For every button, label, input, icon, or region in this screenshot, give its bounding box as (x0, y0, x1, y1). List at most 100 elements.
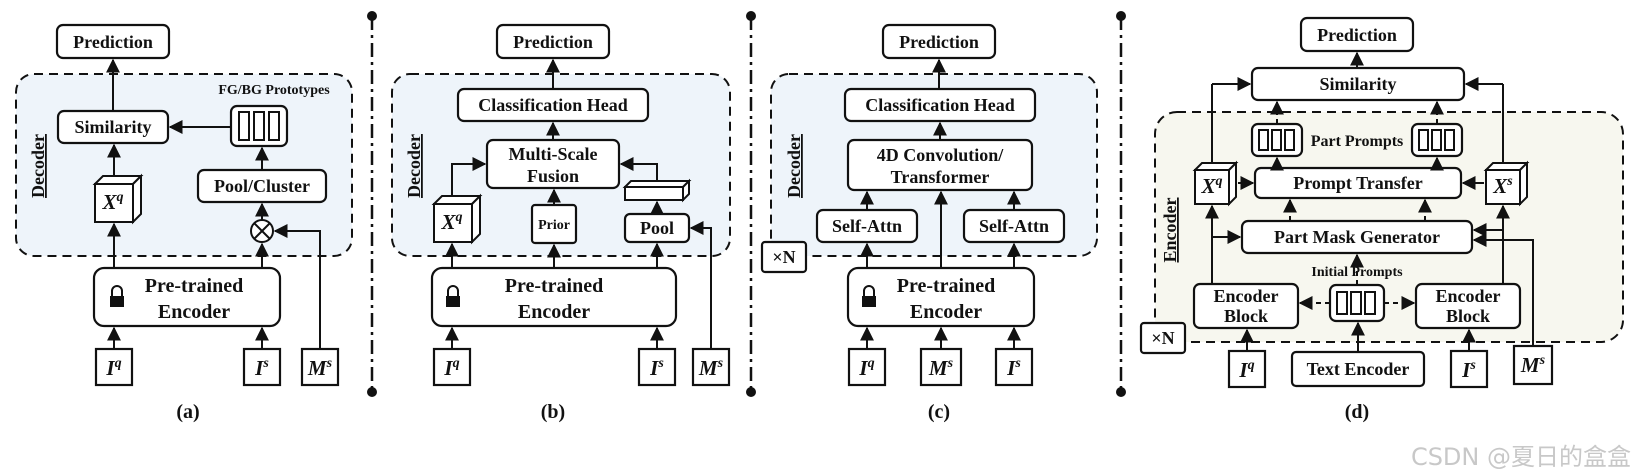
svg-text:Xq: Xq (1200, 174, 1222, 198)
input-is: Is (1449, 349, 1489, 389)
prediction-box (55, 23, 171, 60)
prototypes-label: FG/BG Prototypes (218, 83, 330, 98)
feature-cube-xq: Xq (1192, 160, 1239, 207)
part-prompts-right-icon (1410, 122, 1464, 158)
prediction-label: Prediction (73, 32, 153, 52)
caption-a: (a) (176, 401, 199, 423)
svg-text:Is: Is (649, 356, 664, 380)
pooled-vector-icon (622, 178, 692, 203)
panel-c-arrows (860, 58, 1021, 349)
svg-text:Xq: Xq (101, 190, 123, 214)
input-ms: Ms (1512, 344, 1554, 386)
pretrained-encoder-box (92, 266, 282, 328)
panel-d-arrows (1205, 51, 1534, 352)
prediction-box (881, 23, 997, 60)
encoder-block-right-box (1414, 282, 1522, 330)
prompt-transfer-label: Prompt Transfer (1293, 173, 1422, 193)
decoder-label: Decoder (28, 134, 48, 198)
input-iq: Iq (847, 347, 887, 387)
caption-c: (c) (928, 401, 950, 423)
input-ms: Ms (919, 347, 963, 387)
svg-text:Ms: Ms (928, 356, 954, 380)
encoder-label-2: Encoder (518, 301, 590, 323)
prediction-label: Prediction (513, 32, 593, 52)
prediction-label: Prediction (1317, 25, 1397, 45)
part-mask-generator-box (1240, 219, 1474, 255)
svg-text:Iq: Iq (1238, 358, 1254, 382)
fusion-label-1: Multi-Scale (509, 144, 598, 164)
svg-text:Is: Is (1006, 356, 1021, 380)
similarity-label: Similarity (75, 117, 152, 137)
conv-label-2: Transformer (891, 167, 990, 187)
part-prompts-left-icon (1250, 122, 1304, 158)
encoder-label: Encoder (1160, 197, 1180, 262)
lock-icon (862, 285, 876, 307)
encoder-block-right-label-2: Block (1446, 306, 1490, 326)
svg-text:Ms: Ms (307, 356, 333, 380)
similarity-label: Similarity (1320, 74, 1397, 94)
encoder-block-left-label-2: Block (1224, 306, 1268, 326)
svg-text:Iq: Iq (105, 356, 121, 380)
fusion-label-2: Fusion (527, 166, 579, 186)
svg-text:Ms: Ms (698, 356, 724, 380)
decoder-label: Decoder (784, 134, 804, 198)
encoder-block-left-box (1192, 282, 1300, 330)
svg-text:Is: Is (254, 356, 269, 380)
prototype-stack-icon (238, 111, 280, 141)
svg-text:Iq: Iq (443, 356, 459, 380)
prior-label: Prior (538, 218, 570, 233)
pool-cluster-label: Pool/Cluster (214, 176, 310, 196)
prompt-transfer-box (1253, 166, 1463, 200)
prediction-label: Prediction (899, 32, 979, 52)
panel-separators (367, 11, 1126, 397)
encoder-block-left-label-1: Encoder (1214, 286, 1279, 306)
caption-d: (d) (1345, 401, 1369, 423)
initial-prompts-icon (1328, 283, 1386, 323)
repeat-n-label: ×N (1151, 328, 1174, 348)
svg-text:Ms: Ms (1520, 353, 1546, 377)
repeat-n-label: ×N (772, 247, 795, 267)
decoder-label: Decoder (404, 134, 424, 198)
part-prompts-label: Part Prompts (1311, 133, 1404, 150)
encoder-label-1: Pre-trained (505, 275, 604, 297)
panel-a: Decoder Prediction Similarity FG/BG Prot… (15, 23, 353, 423)
input-ms: Ms (691, 347, 731, 387)
prediction-box (1299, 16, 1415, 53)
multiply-icon (250, 219, 274, 243)
decoder-region (15, 73, 353, 257)
panel-a-arrows (106, 58, 321, 349)
encoder-label-1: Pre-trained (897, 275, 996, 297)
lock-icon (446, 285, 460, 307)
encoder-label-2: Encoder (158, 301, 230, 323)
input-ms: Ms (300, 347, 340, 387)
input-iq: Iq (94, 347, 134, 387)
svg-text:Xq: Xq (440, 210, 462, 234)
input-is: Is (994, 347, 1034, 387)
caption-b: (b) (541, 401, 565, 423)
repeat-n-box (760, 240, 808, 274)
panel-b-arrows (445, 58, 712, 349)
input-iq: Iq (1227, 349, 1267, 389)
feature-sup: q (117, 190, 124, 205)
panel-c: Decoder ×N Prediction Classification Hea… (760, 23, 1098, 423)
part-mask-generator-label: Part Mask Generator (1274, 227, 1440, 247)
feature-cube-xq: Xq (431, 193, 483, 245)
encoder-block-right-label-1: Encoder (1436, 286, 1501, 306)
self-attn-left-label: Self-Attn (832, 216, 902, 236)
pool-label: Pool (640, 218, 674, 238)
svg-text:Is: Is (1461, 358, 1476, 382)
feature-cube-xs: Xs (1483, 160, 1530, 207)
panel-b: Decoder Prediction Classification Head M… (391, 23, 731, 423)
encoder-label-2: Encoder (910, 301, 982, 323)
feature-cube-xq: Xq (92, 173, 144, 225)
panel-d: Encoder ×N Prediction Similarity Part Pr… (1139, 16, 1624, 423)
input-iq: Iq (432, 347, 472, 387)
conv-label-1: 4D Convolution/ (877, 145, 1005, 165)
svg-text:Iq: Iq (858, 356, 874, 380)
lock-icon (110, 285, 124, 307)
text-encoder-label: Text Encoder (1307, 359, 1410, 379)
repeat-n-box (1139, 321, 1187, 355)
self-attn-right-label: Self-Attn (979, 216, 1049, 236)
watermark: CSDN @夏日的盒盒 (1410, 443, 1631, 471)
